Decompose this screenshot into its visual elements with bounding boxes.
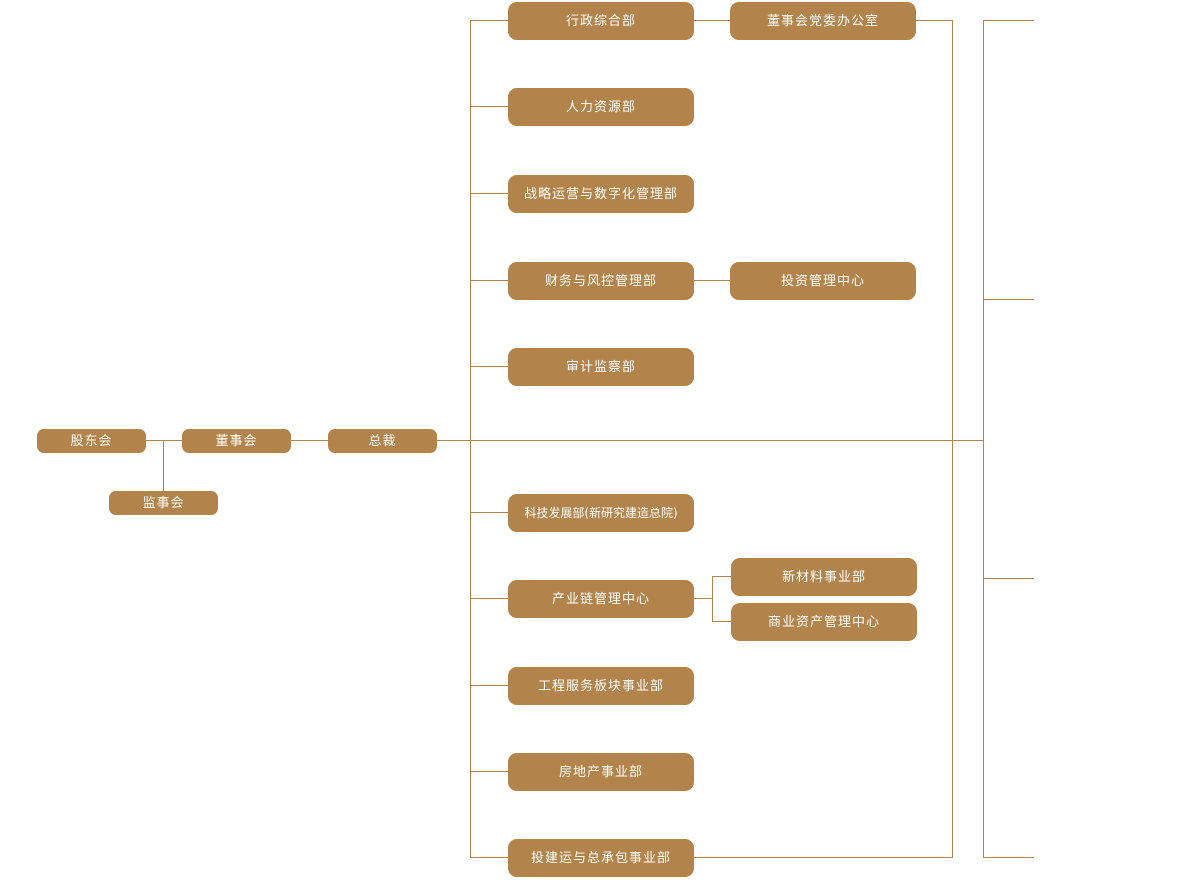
org-node-engineering-services-division[interactable]: 工程服务板块事业部 [508,667,694,705]
bracket-line-outer [983,20,984,858]
connector-supervisory-drop [163,440,164,491]
connector-board-president [291,440,328,441]
connector-branch [470,685,508,686]
connector-party-office-right [916,20,953,21]
connector-clipped-stub [983,299,1034,300]
org-node-commercial-assets-center[interactable]: 商业资产管理中心 [731,603,917,641]
connector-branch [470,280,508,281]
connector-branch [470,598,508,599]
connector-clipped-stub [983,578,1034,579]
org-node-investment-construction-epc-division[interactable]: 投建运与总承包事业部 [508,839,694,877]
connector-branch [470,512,508,513]
org-node-supervisory-board[interactable]: 监事会 [109,491,218,515]
connector-branch [470,857,508,858]
connector-chain-commercial-assets [712,621,731,622]
connector-president-main [437,440,983,441]
connector-branch [470,771,508,772]
org-node-industry-chain-center[interactable]: 产业链管理中心 [508,580,694,618]
connector-clipped-stub [983,20,1034,21]
org-node-general-admin-dept[interactable]: 行政综合部 [508,2,694,40]
connector-epc-right [694,857,952,858]
connector-finance-investment [694,280,730,281]
connector-branch [470,106,508,107]
org-node-shareholders[interactable]: 股东会 [37,429,146,453]
org-node-audit-supervision-dept[interactable]: 审计监察部 [508,348,694,386]
org-node-strategy-digital-dept[interactable]: 战略运营与数字化管理部 [508,175,694,213]
org-node-investment-center[interactable]: 投资管理中心 [730,262,916,300]
connector-admin-party-office [694,20,730,21]
connector-chain-new-materials [712,576,731,577]
connector-branch [470,366,508,367]
org-node-new-materials-division[interactable]: 新材料事业部 [731,558,917,596]
trunk-line [470,20,471,858]
connector-branch [470,193,508,194]
org-node-tech-development-dept[interactable]: 科技发展部(新研究建造总院) [508,494,694,532]
org-node-board-party-office[interactable]: 董事会党委办公室 [730,2,916,40]
org-node-real-estate-division[interactable]: 房地产事业部 [508,753,694,791]
org-node-finance-risk-dept[interactable]: 财务与风控管理部 [508,262,694,300]
connector-clipped-stub [983,857,1034,858]
org-node-president[interactable]: 总裁 [328,429,437,453]
connector-branch [470,20,508,21]
connector-chain-children [712,576,713,622]
bracket-line-inner [952,20,953,858]
connector-chain-stub [694,598,712,599]
org-node-hr-dept[interactable]: 人力资源部 [508,88,694,126]
org-node-board-of-directors[interactable]: 董事会 [182,429,291,453]
connector-shareholders-board [146,440,182,441]
